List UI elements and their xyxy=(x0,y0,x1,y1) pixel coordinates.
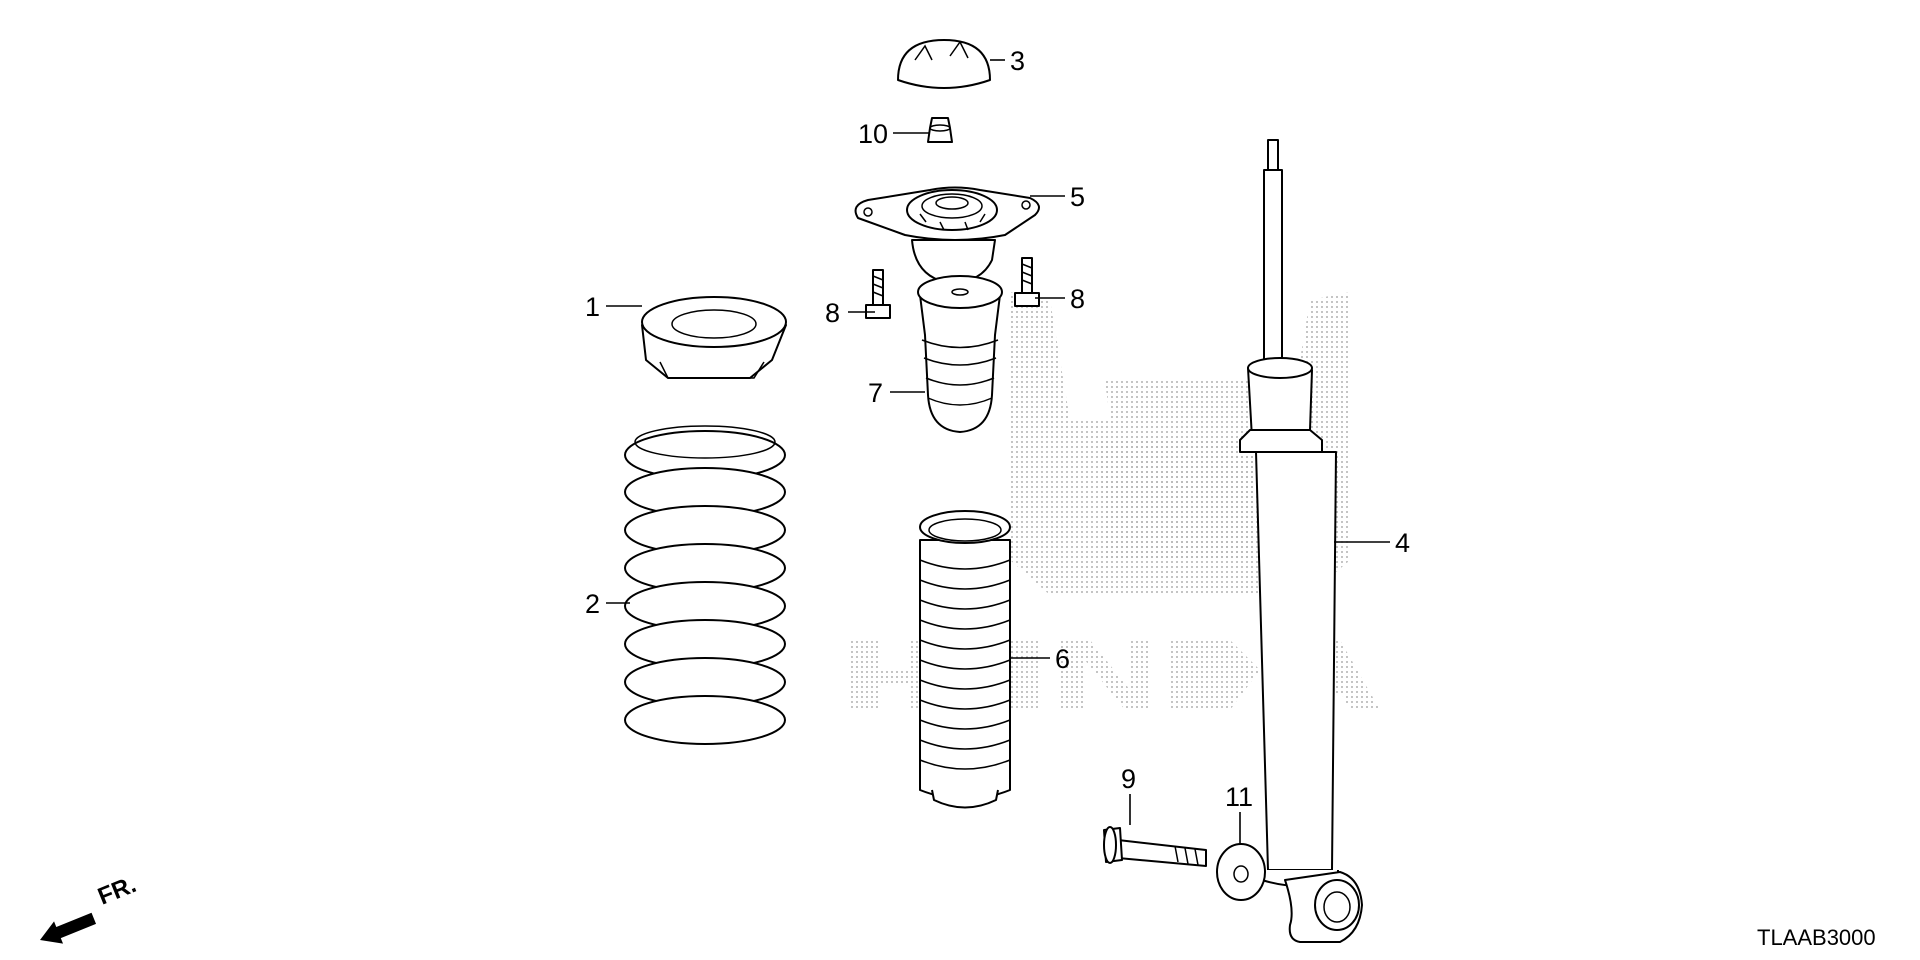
part-dust-cap xyxy=(897,39,991,89)
callout-7: 7 xyxy=(868,378,883,408)
front-arrow-icon xyxy=(40,912,97,944)
part-shock-absorber xyxy=(1239,139,1363,943)
callout-6: 6 xyxy=(1055,644,1070,674)
front-label: FR. xyxy=(94,871,140,911)
callout-11: 11 xyxy=(1225,782,1253,812)
diagram-code: TLAAB3000 xyxy=(1757,925,1876,950)
callout-3: 3 xyxy=(1010,46,1025,76)
part-lower-bolt xyxy=(1103,826,1207,867)
part-self-locking-nut xyxy=(927,117,953,143)
part-dust-boot xyxy=(919,510,1011,809)
front-direction-indicator: FR. xyxy=(40,871,140,944)
callout-10: 10 xyxy=(858,119,888,149)
part-mount-bolt-right xyxy=(1014,257,1040,307)
part-coil-spring xyxy=(624,425,786,745)
callout-9: 9 xyxy=(1121,764,1136,794)
part-spring-seat xyxy=(641,296,787,379)
leader-lines xyxy=(606,59,1390,845)
callout-1: 1 xyxy=(585,292,600,322)
part-upper-mount xyxy=(854,186,1040,284)
callout-5: 5 xyxy=(1070,182,1085,212)
callout-8-right: 8 xyxy=(1070,284,1085,314)
callout-8-left: 8 xyxy=(825,298,840,328)
callout-2: 2 xyxy=(585,589,600,619)
part-bump-stop xyxy=(917,275,1003,433)
callout-labels: 3 10 5 8 8 1 7 2 6 4 9 11 xyxy=(585,46,1410,812)
part-washer xyxy=(1216,843,1266,901)
callout-4: 4 xyxy=(1395,528,1410,558)
part-mount-bolt-left xyxy=(865,269,891,319)
